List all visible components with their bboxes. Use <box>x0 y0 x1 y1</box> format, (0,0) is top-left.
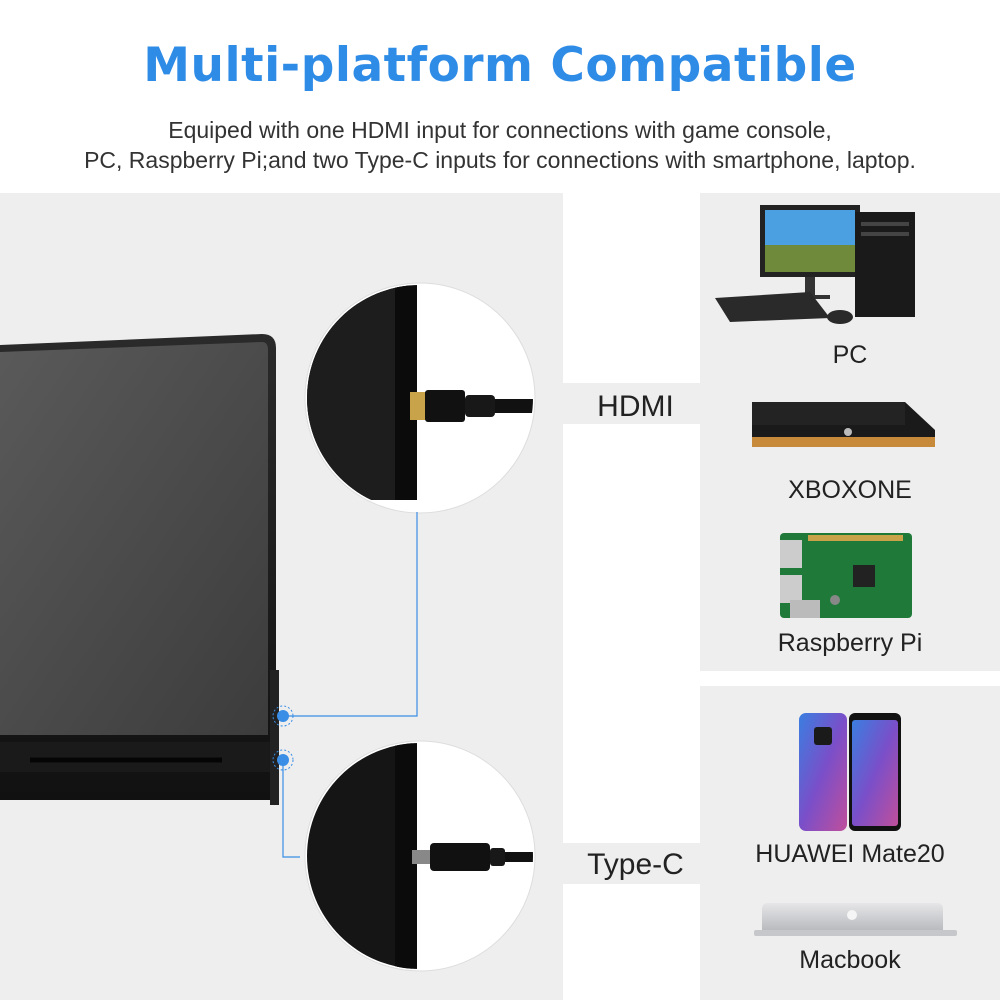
connector-lines <box>282 512 418 858</box>
typec-port-ring <box>272 749 294 771</box>
hdmi-port-marker <box>277 710 289 722</box>
portable-monitor <box>0 334 279 805</box>
typec-port-marker <box>277 754 289 766</box>
hdmi-port-ring <box>272 705 294 727</box>
hdmi-port-zoom <box>304 282 536 514</box>
huawei-mate20-label: HUAWEI Mate20 <box>755 840 945 868</box>
raspberry-pi-icon <box>780 533 912 618</box>
subtitle-line-2: PC, Raspberry Pi;and two Type-C inputs f… <box>84 147 916 173</box>
pc-icon <box>715 205 915 324</box>
pc-label: PC <box>832 341 868 369</box>
hdmi-label: HDMI <box>597 390 674 423</box>
typec-label: Type-C <box>587 848 684 881</box>
subtitle-line-1: Equiped with one HDMI input for connecti… <box>168 117 832 143</box>
page-title: Multi-platform Compatible <box>143 38 857 93</box>
huawei-mate20-icon <box>799 713 901 831</box>
hdmi-label-bar <box>563 383 700 424</box>
xbox-one-label: XBOXONE <box>788 476 912 504</box>
xbox-one-icon <box>752 402 935 447</box>
macbook-label: Macbook <box>799 946 901 974</box>
macbook-icon <box>754 903 957 936</box>
typec-label-bar <box>563 843 700 884</box>
raspberry-pi-label: Raspberry Pi <box>777 629 923 657</box>
typec-port-zoom <box>304 740 536 972</box>
